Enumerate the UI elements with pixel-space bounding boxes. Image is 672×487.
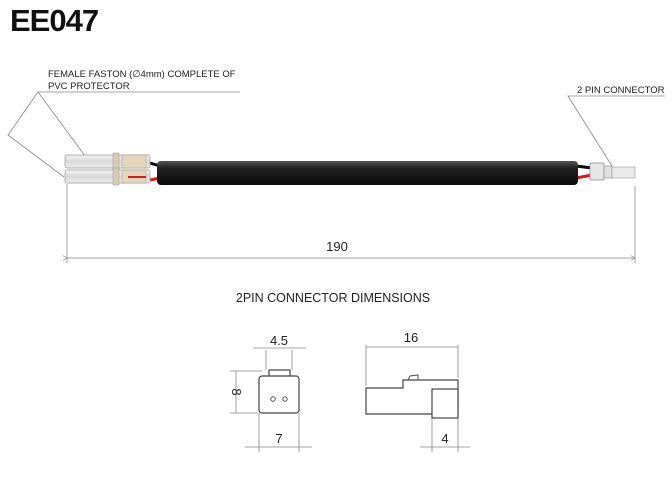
overall-length-dimension: 190 — [67, 184, 635, 263]
faston-label-line2: PVC PROTECTOR — [48, 81, 130, 92]
dim-height: 8 — [229, 388, 244, 395]
dim-length: 16 — [404, 330, 418, 345]
overall-length-value: 190 — [326, 239, 348, 254]
faston-callout: FEMALE FASTON (∅4mm) COMPLETE OF PVC PRO… — [7, 69, 240, 178]
dim-step: 4 — [441, 431, 448, 446]
red-wire-right — [575, 173, 593, 180]
faston-terminal-top — [64, 152, 151, 171]
connector-front-view: 4.5 8 7 — [229, 333, 312, 452]
section-title: 2PIN CONNECTOR DIMENSIONS — [236, 291, 430, 305]
faston-label-line1: FEMALE FASTON (∅4mm) COMPLETE OF — [48, 69, 236, 80]
connector-label: 2 PIN CONNECTOR — [577, 85, 665, 96]
two-pin-connector — [589, 162, 636, 181]
connector-callout: 2 PIN CONNECTOR — [567, 85, 665, 167]
connector-side-view: 16 4 — [365, 330, 470, 452]
faston-terminal-bottom — [64, 167, 151, 186]
black-wire-right — [575, 164, 593, 170]
dim-latch-width: 4.5 — [270, 333, 288, 348]
part-number-title: EE047 — [10, 3, 98, 38]
dim-width: 7 — [275, 431, 282, 446]
cable-sheath — [157, 161, 578, 185]
